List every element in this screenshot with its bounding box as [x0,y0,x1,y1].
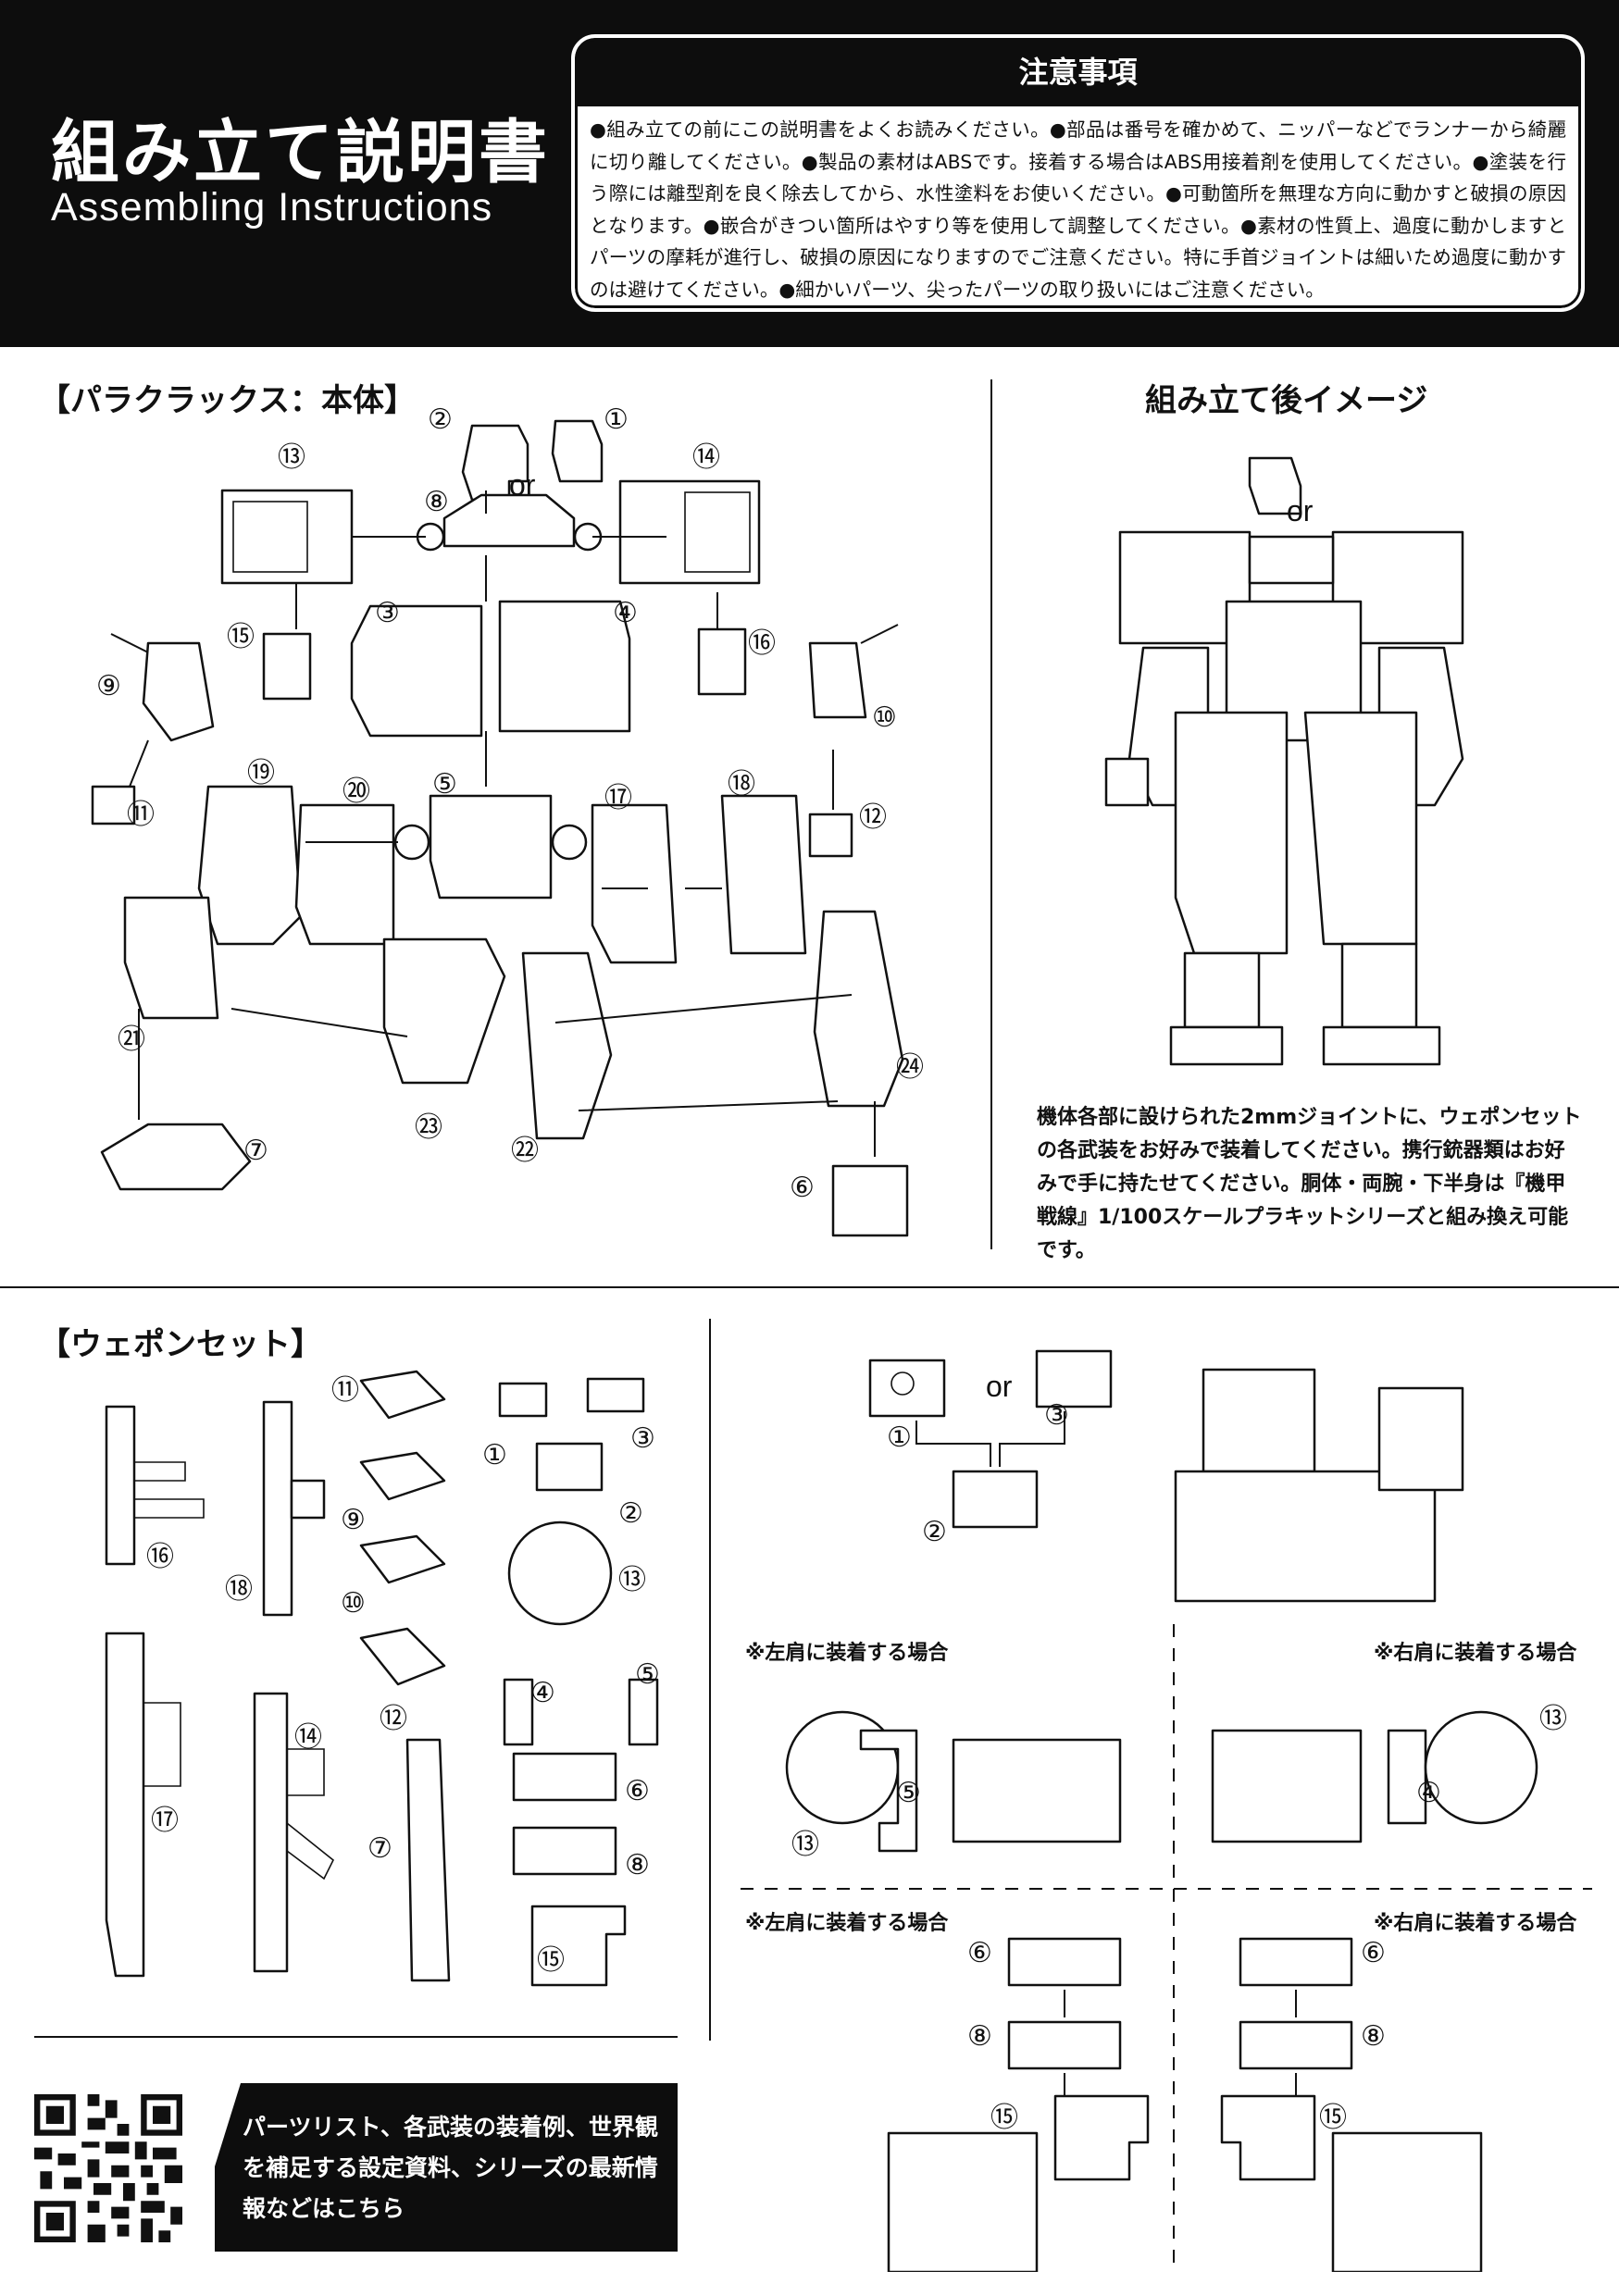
page-title: 組み立て説明書 [51,113,550,192]
weapon-label-8: ⑧ [625,1849,650,1881]
part-label-23: ㉓ [415,1111,442,1144]
part-label-21: ㉑ [118,1024,145,1056]
part-label-17: ⑰ [604,782,632,814]
weapon-label-14: ⑭ [294,1721,322,1754]
part-label-6: ⑥ [790,1172,815,1204]
install-label-15a: ⑮ [990,2102,1018,2134]
part-label-24: ㉔ [896,1051,924,1084]
weapon-label-6: ⑥ [625,1775,650,1807]
head-swap-diagram [868,1349,1464,1603]
weapon-label-3: ③ [630,1422,655,1455]
notice-body: ●組み立ての前にこの説明書をよくお読みください。●部品は番号を確かめて、ニッパー… [590,118,1566,301]
part-label-5: ⑤ [432,768,457,800]
section-body-heading: 【パラクラックス：本体】 [39,382,416,419]
page-subtitle: Assembling Instructions [51,185,493,230]
install-label-13a: ⑬ [791,1829,819,1861]
weapon-label-18: ⑱ [225,1573,253,1606]
install-label-13b: ⑬ [1539,1703,1567,1735]
part-label-12: ⑫ [859,801,887,834]
notice-box: 注意事項 ●組み立ての前にこの説明書をよくお読みください。●部品は番号を確かめて… [571,34,1585,312]
divider-horizontal-mid [0,1286,1619,1288]
weapon-label-1: ① [482,1439,507,1471]
divider-dashed-install [1173,1624,1175,2272]
install-label-2: ② [922,1516,947,1548]
section-weapon-set-heading: 【ウェポンセット】 [39,1326,322,1363]
or-label-assembled: or [1287,494,1314,527]
part-label-7: ⑦ [243,1135,268,1167]
divider-vertical-weapons [709,1319,711,2041]
part-label-10: ⑩ [872,701,897,734]
part-label-13: ⑬ [278,441,305,474]
or-label-install: or [986,1370,1013,1403]
part-label-9: ⑨ [96,670,121,702]
part-label-8: ⑧ [424,486,449,518]
weapon-label-5: ⑤ [635,1658,660,1691]
qr-code[interactable] [34,2094,182,2242]
weapon-label-16: ⑯ [146,1541,174,1573]
part-label-4: ④ [613,597,638,629]
part-label-15: ⑮ [227,621,255,653]
weapon-label-11: ⑪ [331,1374,359,1407]
install-label-4: ④ [1416,1777,1441,1809]
promo-banner[interactable]: パーツリスト、各武装の装着例、世界観を補足する設定資料、シリーズの最新情報などは… [215,2083,678,2252]
body-exploded-diagram [91,419,909,1237]
case-left-shoulder-1: ※左肩に装着する場合 [745,1642,949,1665]
install-label-8a: ⑧ [967,2020,992,2053]
weapon-label-17: ⑰ [151,1805,179,1837]
part-label-3: ③ [375,597,400,629]
divider-vertical-top [990,379,992,1249]
install-label-8b: ⑧ [1361,2020,1386,2053]
part-label-14: ⑭ [692,441,720,474]
case-right-shoulder-2: ※右肩に装着する場合 [1374,1912,1577,1935]
part-label-20: ⑳ [342,776,370,808]
part-label-11: ⑪ [127,799,155,831]
install-label-6a: ⑥ [967,1937,992,1969]
after-image-note: 機体各部に設けられた2mmジョイントに、ウェポンセットの各武装をお好みで装着して… [1037,1106,1582,1262]
part-label-2: ② [428,403,453,436]
install-label-6b: ⑥ [1361,1937,1386,1969]
weapon-label-12: ⑫ [380,1703,407,1735]
install-label-15b: ⑮ [1319,2102,1347,2134]
or-label-body: or [509,468,536,502]
part-label-18: ⑱ [728,768,755,800]
part-label-22: ㉒ [511,1135,539,1167]
weapon-label-13: ⑬ [618,1564,646,1596]
part-label-16: ⑯ [748,627,776,660]
install-label-1: ① [887,1421,912,1454]
weapon-parts-diagram [105,1370,659,1987]
shoulder-disc-install-diagram [785,1710,1538,1853]
weapon-label-4: ④ [530,1677,555,1709]
weapon-label-2: ② [618,1497,643,1530]
case-right-shoulder-1: ※右肩に装着する場合 [1374,1642,1577,1665]
weapon-label-9: ⑨ [341,1504,366,1536]
weapon-label-10: ⑩ [341,1587,366,1620]
install-label-5: ⑤ [896,1777,921,1809]
weapon-label-15: ⑮ [537,1944,565,1977]
case-left-shoulder-2: ※左肩に装着する場合 [745,1912,949,1935]
assembled-robot-illustration [1104,456,1464,1066]
weapon-label-7: ⑦ [367,1832,392,1865]
divider-dashed-install-h [741,1888,1592,1890]
part-label-1: ① [604,403,629,436]
install-label-3: ③ [1044,1399,1069,1432]
part-label-19: ⑲ [247,757,275,789]
promo-text: パーツリスト、各武装の装着例、世界観を補足する設定資料、シリーズの最新情報などは… [243,2114,659,2222]
divider-horizontal-weapons [34,2036,678,2038]
section-after-image-heading: 組み立て後イメージ [1145,382,1428,419]
notice-heading: 注意事項 [575,38,1581,106]
shoulder-box-install-diagram [887,1937,1483,2272]
